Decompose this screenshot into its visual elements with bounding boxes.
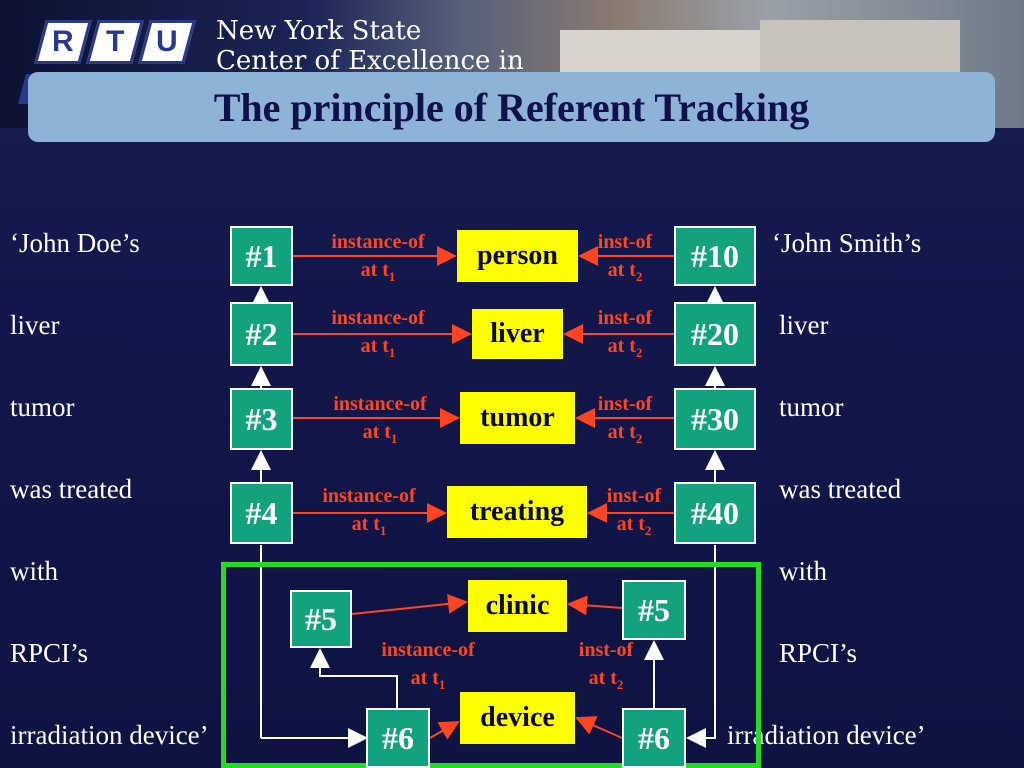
right-text-4: was treated: [779, 474, 902, 504]
relation-type: instance-of: [381, 639, 475, 661]
relation-type: inst-of: [597, 231, 653, 253]
relation-label-right: inst-of at t2: [582, 228, 668, 291]
class-tumor: tumor: [460, 392, 575, 444]
highlight-box: [221, 562, 761, 768]
relation-time: at t1: [362, 421, 398, 446]
right-text-5: with: [779, 556, 828, 586]
left-text-7: irradiation device’: [10, 720, 209, 750]
relation-label-left: instance-of at t1: [310, 228, 446, 291]
left-text-5: with: [10, 556, 59, 586]
relation-label-left: instance-of at t1: [312, 390, 448, 453]
relation-time: at t2: [616, 513, 652, 538]
relation-time: at t2: [607, 335, 643, 360]
org-name: New York State Center of Excellence in: [216, 16, 524, 76]
left-text-3: tumor: [10, 392, 75, 422]
id-box-3: #3: [230, 388, 293, 450]
id-box-2: #2: [230, 302, 293, 366]
slide-title: The principle of Referent Tracking: [213, 84, 810, 130]
id-box-40: #40: [674, 482, 756, 544]
class-treating: treating: [447, 486, 587, 538]
right-text-1: ‘John Smith’s: [772, 228, 922, 258]
relation-time: at t2: [607, 421, 643, 446]
relation-time: at t2: [588, 667, 624, 692]
id-box-5-right: #5: [622, 580, 686, 640]
relation-time: at t2: [607, 259, 643, 284]
relation-type: inst-of: [578, 639, 634, 661]
building-photo-2: [760, 20, 960, 80]
left-text-1: ‘John Doe’s: [10, 228, 140, 258]
class-person: person: [457, 230, 578, 282]
relation-label-right: inst-of at t2: [582, 390, 668, 453]
id-box-20: #20: [674, 302, 756, 366]
id-box-4: #4: [230, 482, 293, 544]
relation-type: inst-of: [597, 393, 653, 415]
id-box-1: #1: [230, 226, 293, 286]
relation-label-right: inst-of at t2: [591, 482, 677, 545]
relation-time: at t1: [360, 335, 396, 360]
left-text-4: was treated: [10, 474, 133, 504]
relation-type: instance-of: [331, 231, 425, 253]
class-clinic: clinic: [468, 580, 567, 632]
relation-time: at t1: [360, 259, 396, 284]
relation-time: at t1: [410, 667, 446, 692]
id-box-5-left: #5: [290, 590, 352, 648]
right-text-3: tumor: [779, 392, 844, 422]
relation-label-left: instance-of at t1: [301, 482, 437, 545]
relation-type: inst-of: [606, 485, 662, 507]
id-box-10: #10: [674, 226, 756, 286]
left-text-6: RPCI’s: [10, 638, 89, 668]
relation-type: instance-of: [333, 393, 427, 415]
relation-label-right: inst-of at t2: [563, 636, 649, 699]
id-box-30: #30: [674, 388, 756, 450]
relation-type: inst-of: [597, 307, 653, 329]
id-box-6-right: #6: [622, 708, 686, 768]
relation-label-left: instance-of at t1: [360, 636, 496, 699]
title-bar: The principle of Referent Tracking: [28, 72, 995, 142]
right-text-2: liver: [779, 310, 829, 340]
relation-label-left: instance-of at t1: [310, 304, 446, 367]
relation-type: instance-of: [331, 307, 425, 329]
org-line-1: New York State: [216, 16, 422, 46]
relation-type: instance-of: [322, 485, 416, 507]
class-liver: liver: [472, 309, 563, 359]
relation-time: at t1: [351, 513, 387, 538]
right-text-6: RPCI’s: [779, 638, 858, 668]
relation-label-right: inst-of at t2: [582, 304, 668, 367]
id-box-6-left: #6: [366, 708, 430, 768]
left-text-2: liver: [10, 310, 60, 340]
class-device: device: [460, 692, 575, 744]
org-line-2: Center of Excellence in: [216, 46, 524, 76]
